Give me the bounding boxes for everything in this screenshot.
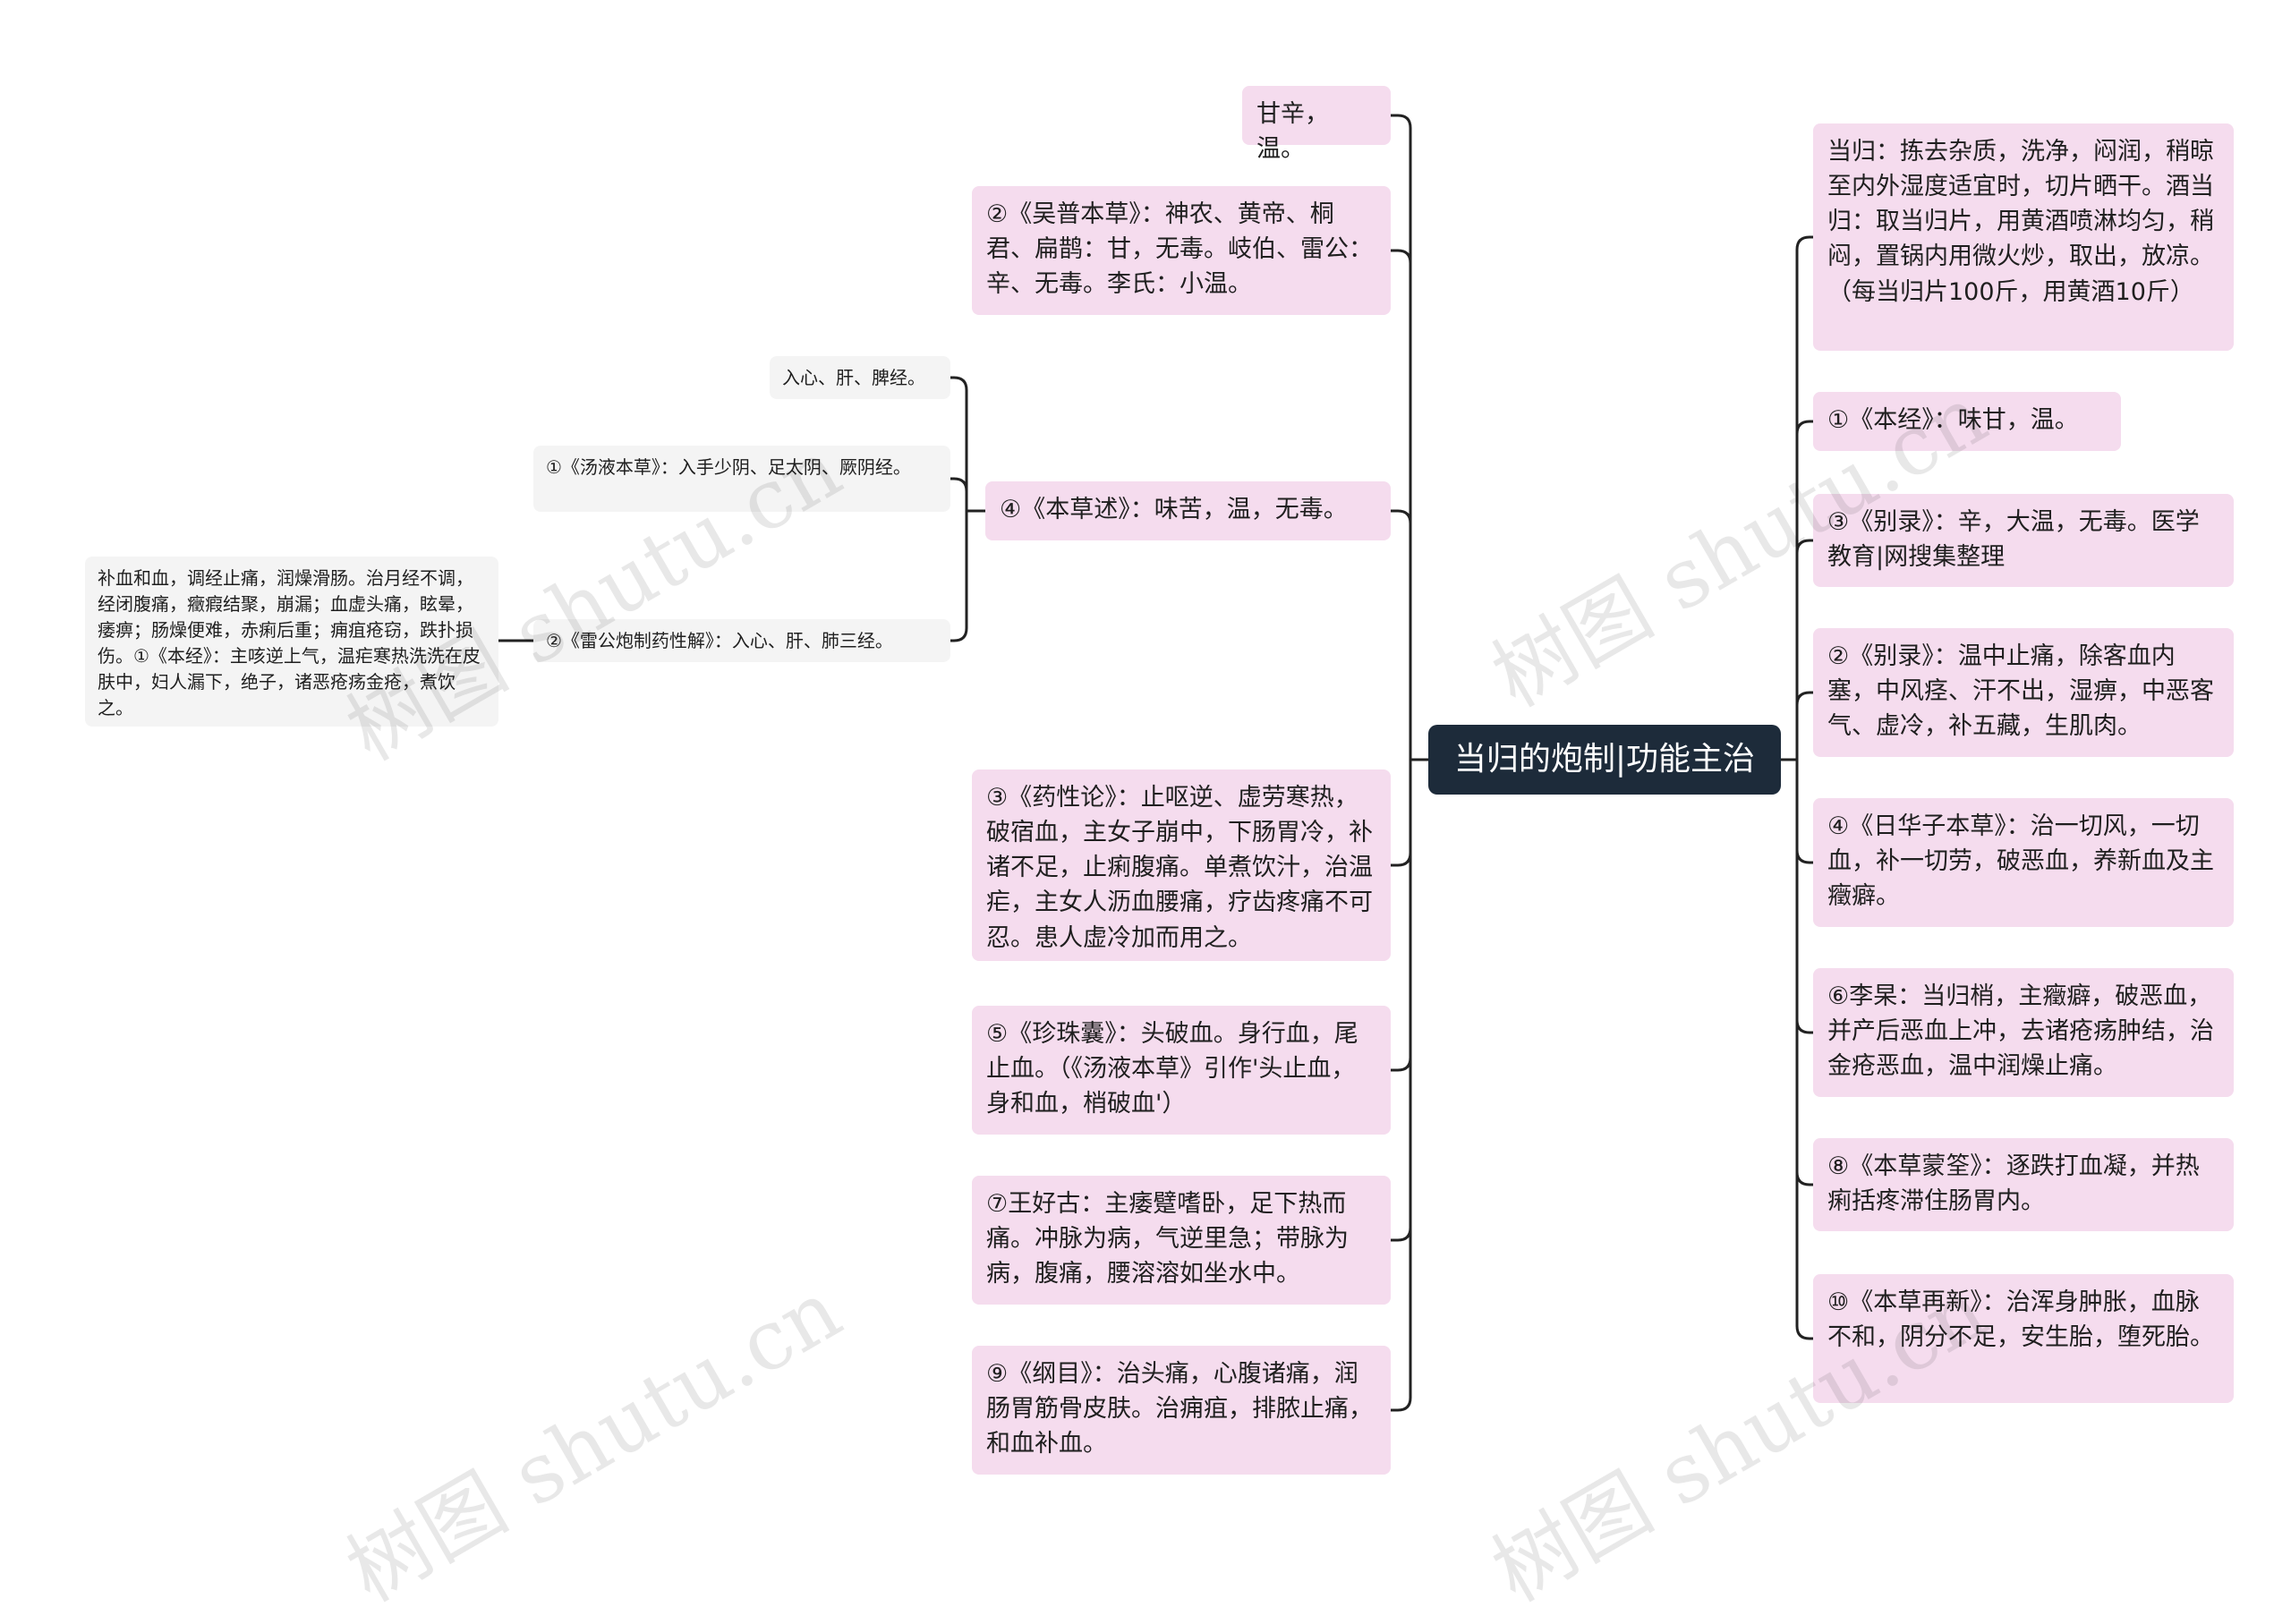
node-left-wanghaogu[interactable]: ⑦王好古：主痿躄嗜卧，足下热而痛。冲脉为病，气逆里急；带脉为病，腹痛，腰溶溶如坐… [972,1176,1391,1305]
connector-lines [498,114,1813,1412]
root-node[interactable]: 当归的炮制|功能主治 [1428,725,1781,795]
node-right-bielu-2[interactable]: ②《别录》：温中止痛，除客血内塞，中风痉、汗不出，湿痹，中恶客气、虚冷，补五藏，… [1813,628,2234,757]
node-left-zhenzhunang[interactable]: ⑤《珍珠囊》：头破血。身行血，尾止血。（《汤液本草》引作'头止血，身和血，梢破血… [972,1006,1391,1135]
connector-right-branch [1795,849,1813,864]
node-right-bielu-3[interactable]: ③《别录》：辛，大温，无毒。医学教育|网搜集整理 [1813,494,2234,587]
connector-left-branch [1391,1397,1412,1412]
node-right-processing[interactable]: 当归：拣去杂质，洗净，闷润，稍晾至内外湿度适宜时，切片晒干。酒当归：取当归片，用… [1813,123,2234,351]
connector-right-branch [1795,1171,1813,1186]
connector-sub-branch [950,627,968,642]
mindmap-canvas: 当归的炮制|功能主治 甘辛，温。 ②《吴普本草》：神农、黄帝、桐君、扁鹊：甘，无… [85,86,2234,1620]
connector-sub-branch [950,376,968,391]
node-left-bencaoshu[interactable]: ④《本草述》：味苦，温，无毒。 [985,481,1391,540]
node-right-rihuazi[interactable]: ④《日华子本草》：治一切风，一切血，补一切劳，破恶血，养新血及主癥癖。 [1813,798,2234,927]
connector-right-branch [1795,691,1813,706]
connector-left-branch [1391,114,1412,129]
connector-right-branch [1795,1019,1813,1034]
connector-left-branch [1391,1057,1412,1072]
node-right-mengquan[interactable]: ⑧《本草蒙筌》：逐跌打血凝，并热痢括疼滞住肠胃内。 [1813,1138,2234,1231]
node-left-gangmu[interactable]: ⑨《纲目》：治头痛，心腹诸痛，润肠胃筋骨皮肤。治痈疽，排脓止痛，和血补血。 [972,1346,1391,1475]
connector-left-branch [1391,249,1412,264]
connector-sub-branch [950,477,968,492]
node-leigong-meridian[interactable]: ②《雷公炮制药性解》：入心、肝、肺三经。 [533,619,950,662]
node-tangye-meridian[interactable]: ①《汤液本草》：入手少阴、足太阴、厥阴经。 [533,446,950,512]
connector-left-branch [1391,852,1412,867]
node-left-wupu[interactable]: ②《吴普本草》：神农、黄帝、桐君、扁鹊：甘，无毒。岐伯、雷公：辛、无毒。李氏：小… [972,186,1391,315]
node-left-yaoxinglun[interactable]: ③《药性论》：止呕逆、虚劳寒热，破宿血，主女子崩中，下肠胃冷，补诸不足，止痢腹痛… [972,769,1391,961]
node-meridian-heart-liver-spleen[interactable]: 入心、肝、脾经。 [770,356,950,399]
connector-left-branch [1391,1227,1412,1242]
connector-right-branch [1795,539,1813,554]
node-right-benjing[interactable]: ①《本经》：味甘，温。 [1813,392,2121,451]
connector-right-branch [1795,1325,1813,1340]
node-right-ligao[interactable]: ⑥李杲：当归梢，主癥癖，破恶血，并产后恶血上冲，去诸疮疡肿结，治金疮恶血，温中润… [1813,968,2234,1097]
connector-right-branch [1795,235,1813,251]
node-left-taste[interactable]: 甘辛，温。 [1242,86,1391,163]
connector-left-branch [1391,509,1412,524]
connector-right-branch [1795,420,1813,435]
node-right-zaixin[interactable]: ⑩《本草再新》：治浑身肿胀，血脉不和，阴分不足，安生胎，堕死胎。 [1813,1274,2234,1403]
node-functions-summary[interactable]: 补血和血，调经止痛，润燥滑肠。治月经不调，经闭腹痛，癥瘕结聚，崩漏；血虚头痛，眩… [85,557,498,727]
